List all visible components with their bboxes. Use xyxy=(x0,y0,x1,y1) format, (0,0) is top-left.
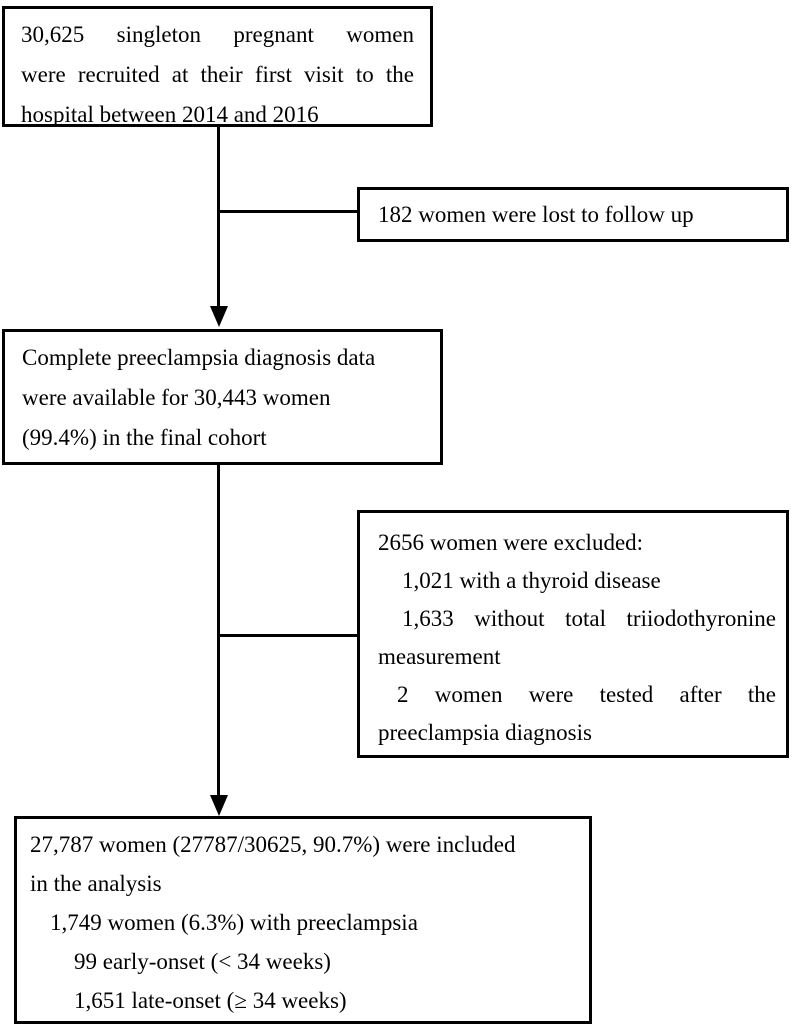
connector-stem-2 xyxy=(217,464,220,797)
arrowhead-down-icon xyxy=(210,795,228,816)
text-line: (99.4%) in the final cohort xyxy=(22,425,267,450)
box-included: 27,787 women (27787/30625, 90.7%) were i… xyxy=(14,816,592,1024)
connector-branch-1 xyxy=(219,210,359,213)
arrowhead-down-icon xyxy=(210,306,228,327)
text-line: 1,749 women (6.3%) with preeclampsia xyxy=(50,910,418,935)
text-line: preeclampsia diagnosis xyxy=(378,720,592,745)
text-line: were recruited at their first visit to t… xyxy=(21,62,414,87)
text-line: hospital between 2014 and 2016 xyxy=(21,102,319,127)
text-line: were available for 30,443 women xyxy=(22,385,331,410)
connector-branch-2 xyxy=(219,634,359,637)
text-line: 30,625 singleton pregnant women xyxy=(21,22,414,47)
text-line: measurement xyxy=(378,644,501,669)
box-lost-to-followup: 182 women were lost to follow up xyxy=(357,187,789,242)
connector-stem-1 xyxy=(217,127,220,308)
text-line: 1,021 with a thyroid disease xyxy=(402,568,661,593)
text-line: 182 women were lost to follow up xyxy=(378,201,694,227)
text-line: 2656 women were excluded: xyxy=(378,530,644,555)
text-line: 99 early-onset (< 34 weeks) xyxy=(74,949,331,974)
box-complete-data: Complete preeclampsia diagnosis data wer… xyxy=(2,329,443,465)
text-line: 1,633 without total triiodothyronine xyxy=(402,606,776,631)
text-line: 27,787 women (27787/30625, 90.7%) were i… xyxy=(30,832,516,857)
text-line: Complete preeclampsia diagnosis data xyxy=(22,345,376,370)
text-line: 1,651 late-onset (≥ 34 weeks) xyxy=(74,988,347,1013)
text-line: in the analysis xyxy=(30,871,162,896)
text-line: 2 women were tested after the xyxy=(397,682,776,707)
box-recruited: 30,625 singleton pregnant women were rec… xyxy=(2,6,433,127)
box-excluded: 2656 women were excluded: 1,021 with a t… xyxy=(357,510,789,758)
